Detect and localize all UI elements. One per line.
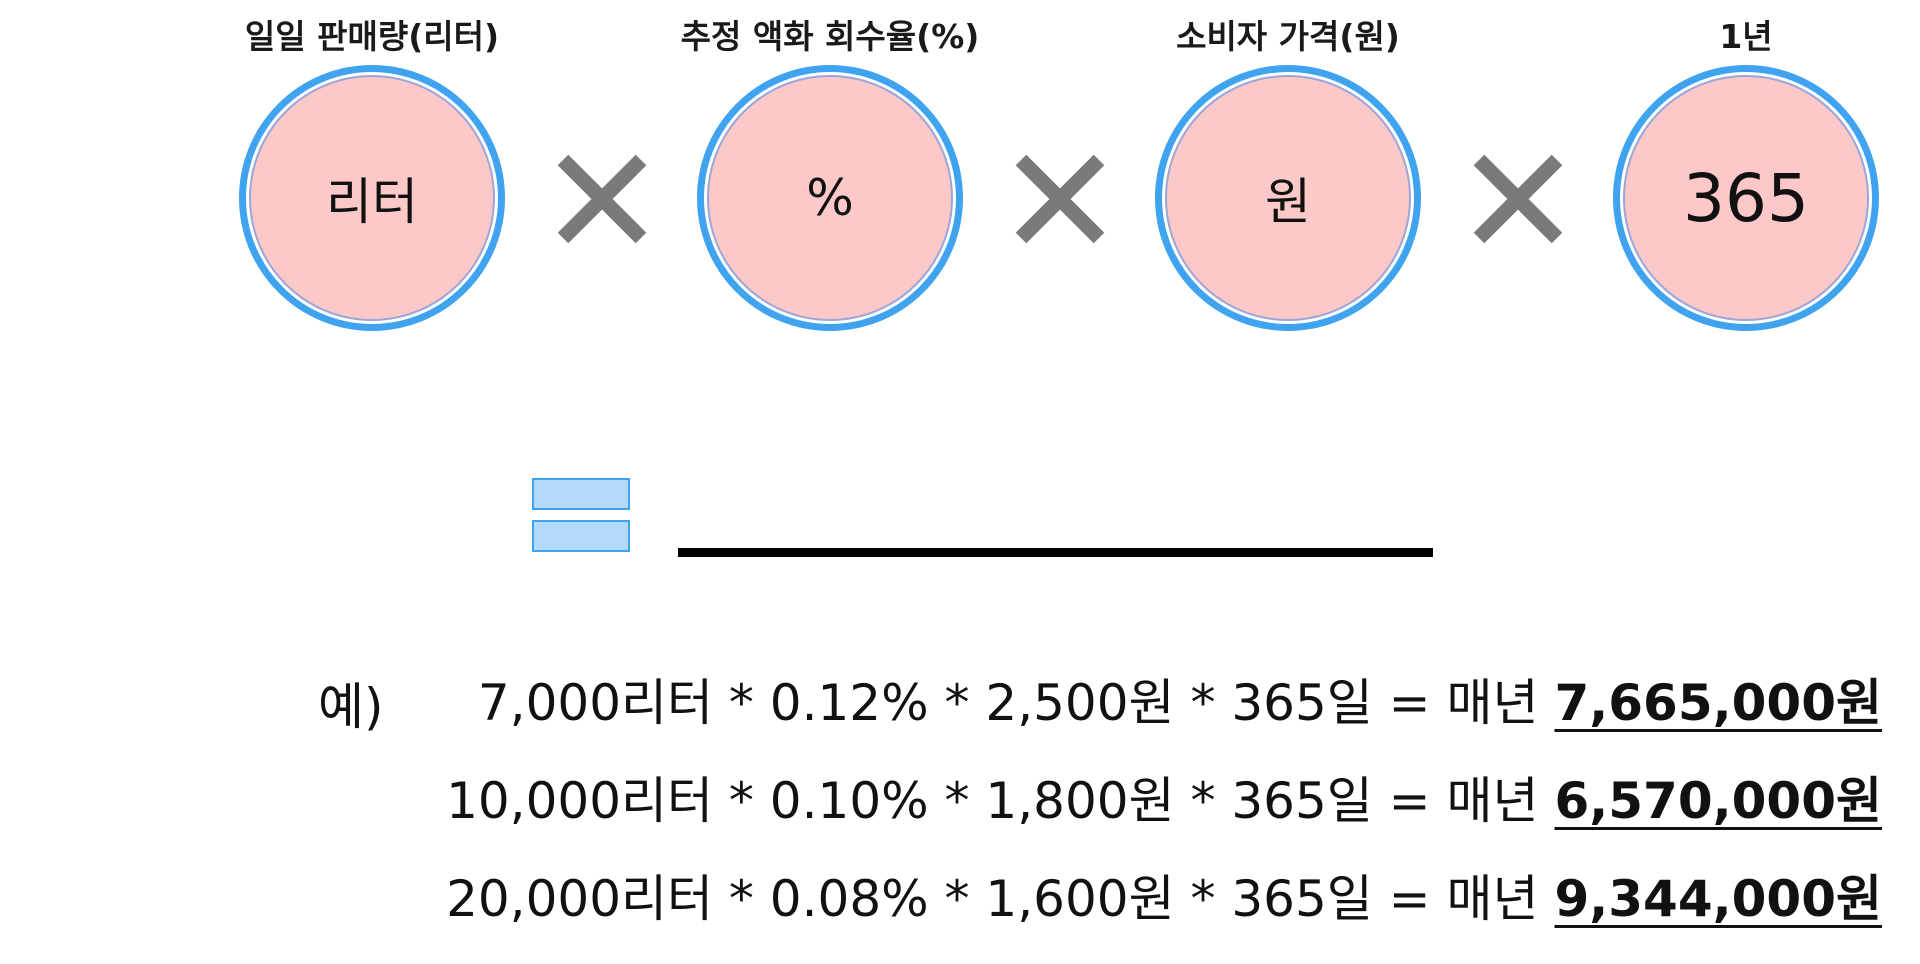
example-row: 10,000리터 * 0.10% * 1,800원 * 365일 = 매년 6,5… xyxy=(440,768,1882,866)
factor-label: 1년 xyxy=(1719,17,1773,56)
examples-list: 7,000리터 * 0.12% * 2,500원 * 365일 = 매년 7,66… xyxy=(440,670,1882,964)
factor-circle: 365 xyxy=(1613,65,1879,331)
factor-recovery-rate: 추정 액화 회수율(%) % xyxy=(680,0,980,340)
multiply-icon xyxy=(1015,154,1105,244)
equals-bar-bottom xyxy=(532,520,630,552)
example-total: 7,665,000원 xyxy=(1554,674,1882,732)
example-prefix: 예) xyxy=(318,678,384,736)
factor-circle: 리터 xyxy=(239,65,505,331)
factor-label: 일일 판매량(리터) xyxy=(244,17,500,56)
example-expression: 20,000리터 * 0.08% * 1,600원 * 365일 = 매년 xyxy=(446,870,1539,928)
example-expression: 7,000리터 * 0.12% * 2,500원 * 365일 = 매년 xyxy=(477,674,1539,732)
factor-one-year: 1년 365 xyxy=(1596,0,1896,340)
answer-blank-line xyxy=(678,548,1433,557)
factor-circle: 원 xyxy=(1155,65,1421,331)
example-row: 7,000리터 * 0.12% * 2,500원 * 365일 = 매년 7,66… xyxy=(440,670,1882,768)
example-total: 9,344,000원 xyxy=(1554,870,1882,928)
factor-value: % xyxy=(806,169,854,227)
factor-consumer-price: 소비자 가격(원) 원 xyxy=(1138,0,1438,340)
example-total: 6,570,000원 xyxy=(1554,772,1882,830)
factor-label: 추정 액화 회수율(%) xyxy=(680,17,980,56)
factor-value: 원 xyxy=(1265,173,1311,231)
factor-value: 365 xyxy=(1683,159,1809,237)
equals-bar-top xyxy=(532,478,630,510)
example-expression: 10,000리터 * 0.10% * 1,800원 * 365일 = 매년 xyxy=(446,772,1539,830)
example-row: 20,000리터 * 0.08% * 1,600원 * 365일 = 매년 9,3… xyxy=(440,866,1882,964)
factor-label: 소비자 가격(원) xyxy=(1176,17,1400,56)
multiply-icon xyxy=(557,154,647,244)
factor-circle: % xyxy=(697,65,963,331)
equals-icon xyxy=(532,478,630,554)
factor-daily-sales: 일일 판매량(리터) 리터 xyxy=(222,0,522,340)
multiply-icon xyxy=(1473,154,1563,244)
factor-value: 리터 xyxy=(326,173,418,231)
